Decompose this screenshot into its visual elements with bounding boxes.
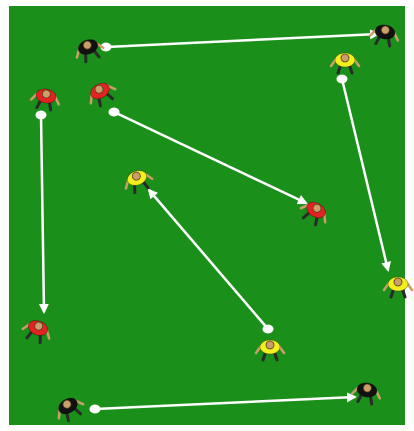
ball-marker — [263, 325, 274, 334]
ball-marker — [337, 75, 348, 84]
ball-marker — [90, 405, 101, 414]
pitch-field — [9, 6, 405, 425]
ball-marker — [36, 111, 47, 120]
ball-marker — [109, 108, 120, 117]
